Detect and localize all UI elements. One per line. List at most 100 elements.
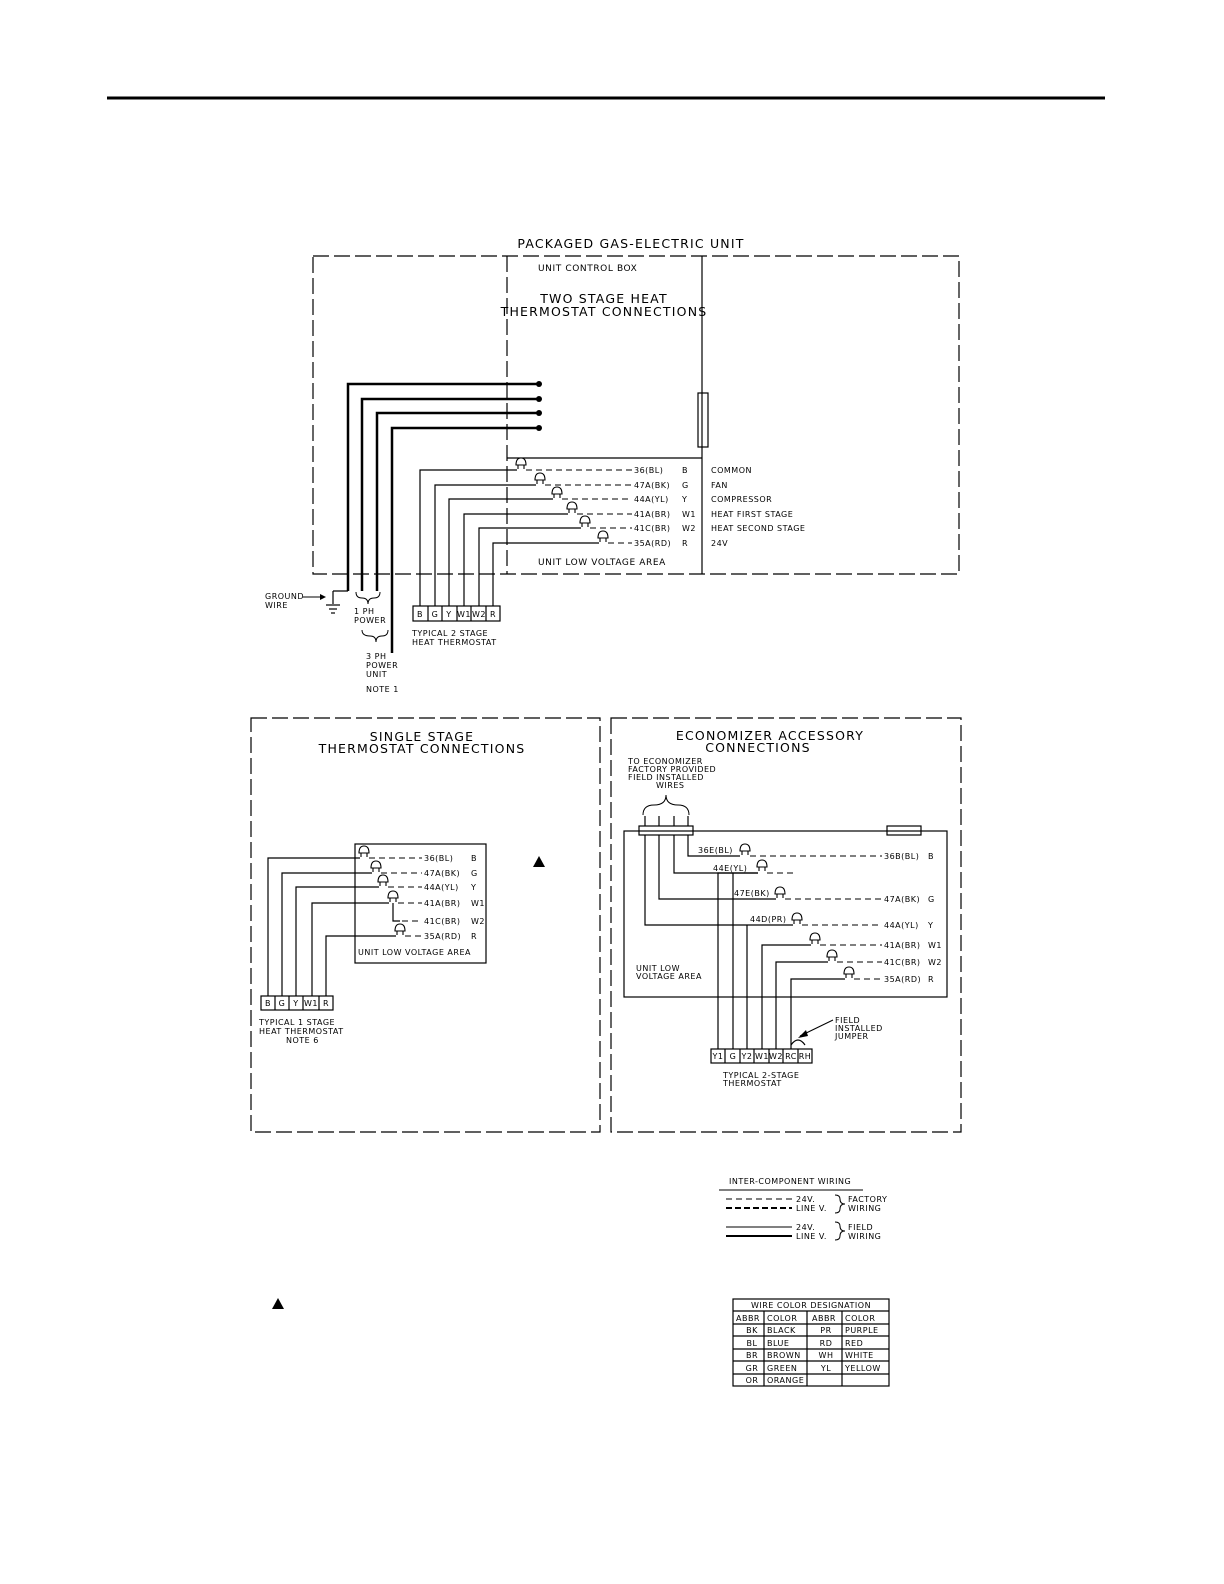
wire-code: 36B(BL) xyxy=(884,852,919,861)
legend-field-linev: LINE V. xyxy=(796,1232,827,1241)
power-conductor-l3 xyxy=(375,411,538,591)
color-table-cell: RD xyxy=(820,1339,833,1348)
wire-terminal: G xyxy=(471,869,478,878)
terminal-label: W1 xyxy=(304,999,318,1008)
economizer-title-line1: ECONOMIZER ACCESSORY xyxy=(676,728,864,743)
color-table-header: COLOR xyxy=(767,1314,797,1323)
color-table-header: ABBR xyxy=(812,1314,836,1323)
econ-thermostat-label-line1: TYPICAL 2-STAGE xyxy=(722,1071,799,1080)
section-title-line1: TWO STAGE HEAT xyxy=(539,291,668,306)
wire-terminal: R xyxy=(471,932,477,941)
economizer-fuse xyxy=(886,825,922,836)
wire-connector xyxy=(597,530,609,543)
econ-wire-code: 36E(BL) xyxy=(698,846,733,855)
economizer-note-line1: TO ECONOMIZER xyxy=(627,757,703,766)
legend-field-label-line1: FIELD xyxy=(848,1223,873,1232)
wire-code: 44A(YL) xyxy=(424,883,459,892)
wire-code: 35A(RD) xyxy=(884,975,921,984)
warning-triangle-icon xyxy=(272,1298,284,1309)
wire-connector xyxy=(756,859,768,872)
wire-function: 24V xyxy=(711,539,728,548)
wire-code: 41C(BR) xyxy=(634,524,671,533)
wire-terminal: W1 xyxy=(928,941,942,950)
wire-terminal: W1 xyxy=(682,510,696,519)
power-conductor-l2 xyxy=(360,397,538,591)
field-installed-jumper xyxy=(790,1039,806,1046)
wire-terminal: W2 xyxy=(682,524,696,533)
wire-code: 41C(BR) xyxy=(424,917,461,926)
low-voltage-area-label: UNIT LOW VOLTAGE AREA xyxy=(538,558,666,568)
wire-code: 47A(BK) xyxy=(634,481,670,490)
ground-arrowhead xyxy=(320,594,326,600)
color-table-cell: WHITE xyxy=(845,1351,874,1360)
ground-wire xyxy=(332,590,348,604)
thermostat-wire-y xyxy=(448,498,553,606)
wire-connector xyxy=(739,843,751,856)
wire-function: COMMON xyxy=(711,466,752,475)
wire-connector xyxy=(826,949,838,962)
color-table-cell: BL xyxy=(747,1339,758,1348)
wire-connector xyxy=(534,472,546,485)
econ-low-voltage-line2: VOLTAGE AREA xyxy=(636,972,702,981)
wire-connector xyxy=(566,501,578,514)
note-6: NOTE 6 xyxy=(286,1036,319,1045)
color-table-cell: BROWN xyxy=(767,1351,801,1360)
economizer-note-line3: FIELD INSTALLED xyxy=(628,773,704,782)
two-stage-thermostat-terminal-strip: B G Y W1 W2 R xyxy=(412,605,501,622)
wire-terminal: Y xyxy=(470,883,476,892)
color-table-cell: BK xyxy=(746,1326,758,1335)
terminal-dot xyxy=(536,410,542,416)
three-ph-label-line1: 3 PH xyxy=(366,652,386,661)
terminal-label: B xyxy=(417,610,423,619)
ss-field-wire-y xyxy=(295,886,379,996)
wire-connector xyxy=(394,923,406,936)
packaged-unit-border xyxy=(312,255,960,575)
wire-connector xyxy=(370,860,382,873)
wire-code: 41A(BR) xyxy=(424,899,460,908)
econ-wire-code: 44D(PR) xyxy=(750,915,786,924)
warning-triangle-icon xyxy=(533,856,545,867)
terminal-label: W1 xyxy=(457,610,471,619)
terminal-label: G xyxy=(432,610,439,619)
thermostat-wire-w1 xyxy=(463,513,568,606)
color-table-cell: OR xyxy=(746,1376,759,1385)
wire-connector xyxy=(377,874,389,887)
econ-thermostat-terminal-strip: Y1 G Y2 W1 W2 RC RH xyxy=(710,1048,813,1064)
wire-connector xyxy=(515,457,527,470)
color-table-cell: BR xyxy=(746,1351,758,1360)
wire-connector xyxy=(579,515,591,528)
single-stage-title-line2: THERMOSTAT CONNECTIONS xyxy=(318,741,526,756)
wire-terminal: R xyxy=(682,539,688,548)
wire-terminal: G xyxy=(682,481,689,490)
legend-factory-label-line2: WIRING xyxy=(848,1204,881,1213)
note-1: NOTE 1 xyxy=(366,685,399,694)
wire-function: FAN xyxy=(711,481,728,490)
ss-field-wire-r xyxy=(325,935,396,996)
legend-factory-linev: LINE V. xyxy=(796,1204,827,1213)
economizer-title-line2: CONNECTIONS xyxy=(705,740,811,755)
econ-field-wire-w2 xyxy=(775,961,828,1049)
econ-wire-code: 44E(YL) xyxy=(713,864,747,873)
color-table-cell: YL xyxy=(820,1364,831,1373)
terminal-label: Y2 xyxy=(741,1052,753,1061)
section-title-line2: THERMOSTAT CONNECTIONS xyxy=(500,304,708,319)
ss-field-wire-g xyxy=(281,872,372,996)
w1-w2-jumper xyxy=(392,903,400,922)
wire-connector xyxy=(551,486,563,499)
ground-label-line1: GROUND xyxy=(265,592,304,601)
wire-code: 47A(BK) xyxy=(884,895,920,904)
color-table-cell: GR xyxy=(746,1364,759,1373)
economizer-plug xyxy=(638,825,694,836)
color-table-cell: BLACK xyxy=(767,1326,796,1335)
economizer-panel: ECONOMIZER ACCESSORY CONNECTIONS TO ECON… xyxy=(610,717,962,1133)
wire-code: 36(BL) xyxy=(634,466,663,475)
single-stage-title-line1: SINGLE STAGE xyxy=(370,729,474,744)
econ-wire-44d xyxy=(644,835,793,926)
wire-code: 36(BL) xyxy=(424,854,453,863)
wire-terminal: W2 xyxy=(928,958,942,967)
main-diagram-title: PACKAGED GAS-ELECTRIC UNIT xyxy=(517,236,744,251)
main-diagram: PACKAGED GAS-ELECTRIC UNIT UNIT CONTROL … xyxy=(265,236,960,694)
econ-field-wire-y1 xyxy=(717,872,758,1049)
terminal-label: R xyxy=(323,999,329,1008)
wire-code: 41C(BR) xyxy=(884,958,921,967)
